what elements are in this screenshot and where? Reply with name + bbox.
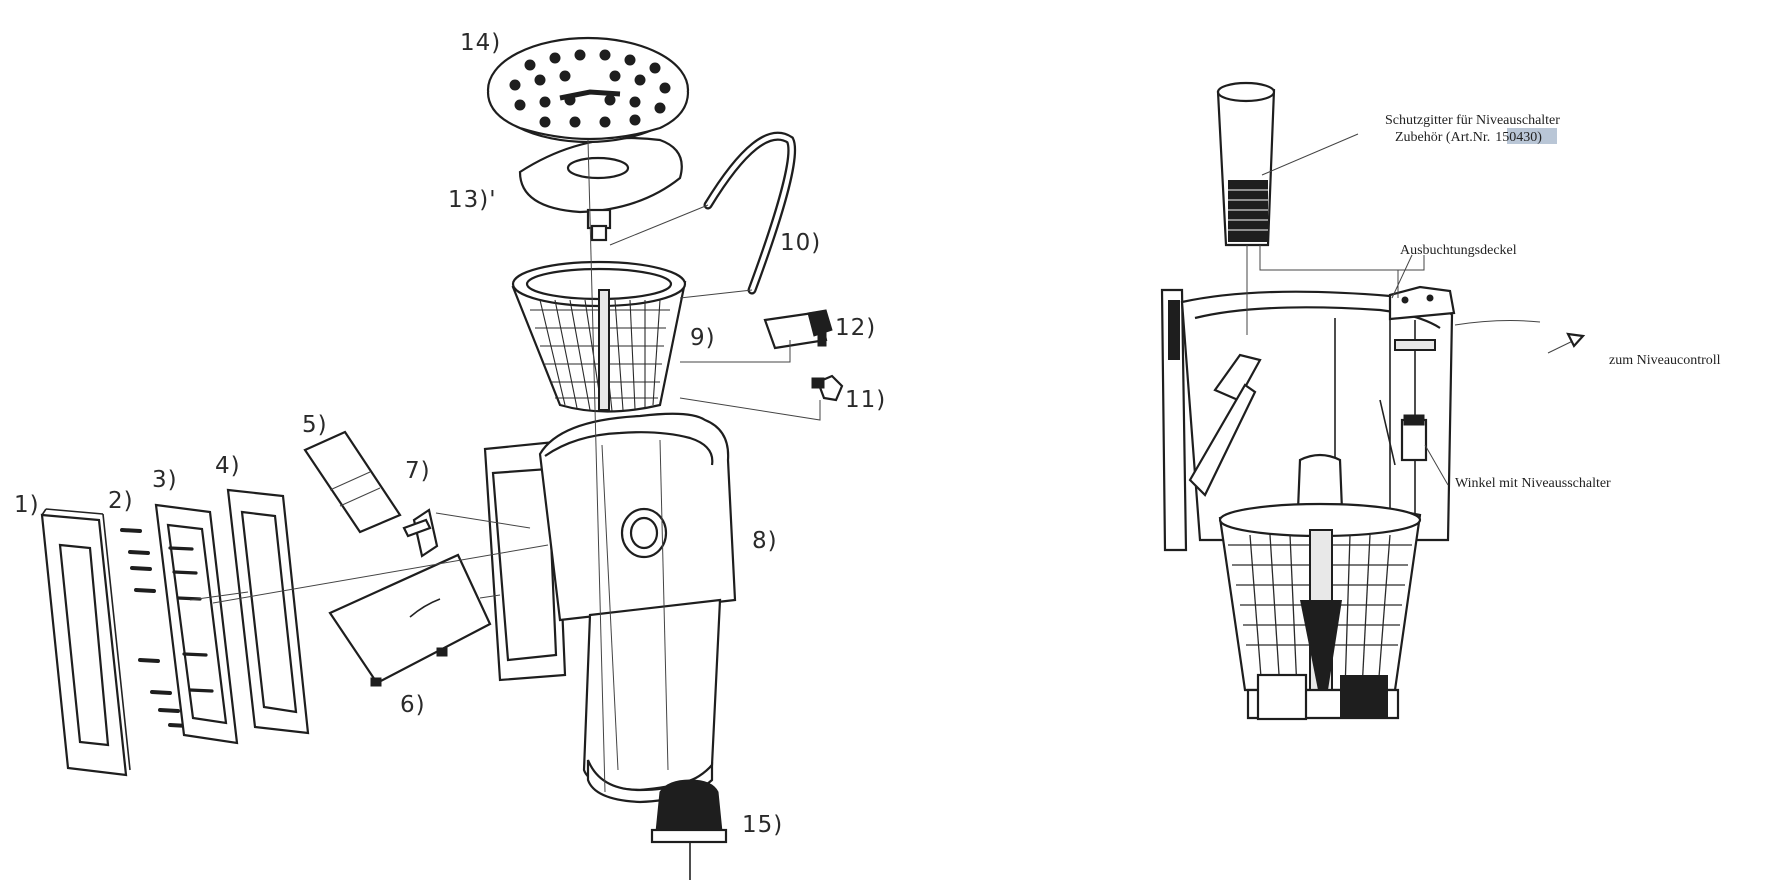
- cutaway-diagram: Schutzgitter für Niveauschalter Zubehör …: [1160, 81, 1721, 721]
- part-1-face-frame: [40, 508, 131, 777]
- label-part-3: 3): [152, 467, 178, 493]
- guard-label-line2-suffix: ): [1537, 130, 1542, 145]
- assembly-lines: [189, 139, 821, 793]
- controller-label: zum Niveaucontroll: [1609, 353, 1721, 368]
- guard-label-line2: Zubehör (Art.Nr. 150430): [1395, 130, 1542, 145]
- part-12-switch-holder: [763, 309, 833, 350]
- part-4-gasket: [226, 488, 310, 735]
- part-13-lid: [518, 137, 683, 242]
- exploded-diagram: 1) 2) 3) 4) 5) 6) 7) 8) 9) 10) 11) 12) 1…: [14, 30, 886, 880]
- label-part-14: 14): [460, 30, 501, 56]
- lid-label: Ausbuchtungsdeckel: [1400, 243, 1517, 258]
- label-part-10: 10): [780, 230, 821, 256]
- guard-label-line2-prefix: Zubehör (Art.Nr.: [1395, 130, 1490, 145]
- level-switch-guard: [1216, 81, 1276, 247]
- part-7-clip: [402, 508, 439, 558]
- label-part-9: 9): [690, 325, 716, 351]
- part-10-handle: [703, 131, 797, 295]
- switch-label: Winkel mit Niveausschalter: [1455, 476, 1611, 491]
- guard-label-line1: Schutzgitter für Niveauschalter: [1385, 113, 1560, 128]
- part-5-flap-extension: [303, 430, 402, 534]
- label-part-6: 6): [400, 692, 426, 718]
- part-6-weir-flap: [328, 553, 492, 687]
- cutaway-housing: [1160, 285, 1456, 721]
- label-part-12: 12): [835, 315, 876, 341]
- part-2-screws: [120, 528, 190, 728]
- part-3-clamp-frame: [154, 503, 239, 745]
- label-part-5: 5): [302, 412, 328, 438]
- label-part-1: 1): [14, 492, 40, 518]
- article-number-highlight: [1507, 128, 1557, 144]
- annotation-leaders: [1246, 133, 1586, 486]
- label-part-8: 8): [752, 528, 778, 554]
- part-number-labels: 1) 2) 3) 4) 5) 6) 7) 8) 9) 10) 11) 12) 1…: [14, 30, 886, 838]
- part-14-perforated-cover: [486, 36, 690, 144]
- annotation-texts: Schutzgitter für Niveauschalter Zubehör …: [1385, 113, 1721, 491]
- label-part-2: 2): [108, 488, 134, 514]
- part-8-skimmer-body: [483, 412, 737, 804]
- part-9-basket: [511, 260, 687, 413]
- part-11-bracket: [811, 374, 844, 402]
- label-part-15: 15): [742, 812, 783, 838]
- guard-article-number: 150430: [1495, 130, 1537, 145]
- label-part-11: 11): [845, 387, 886, 413]
- part-15-plug: [650, 779, 728, 880]
- label-part-13: 13)': [448, 187, 497, 213]
- label-part-4: 4): [215, 453, 241, 479]
- label-part-7: 7): [405, 458, 431, 484]
